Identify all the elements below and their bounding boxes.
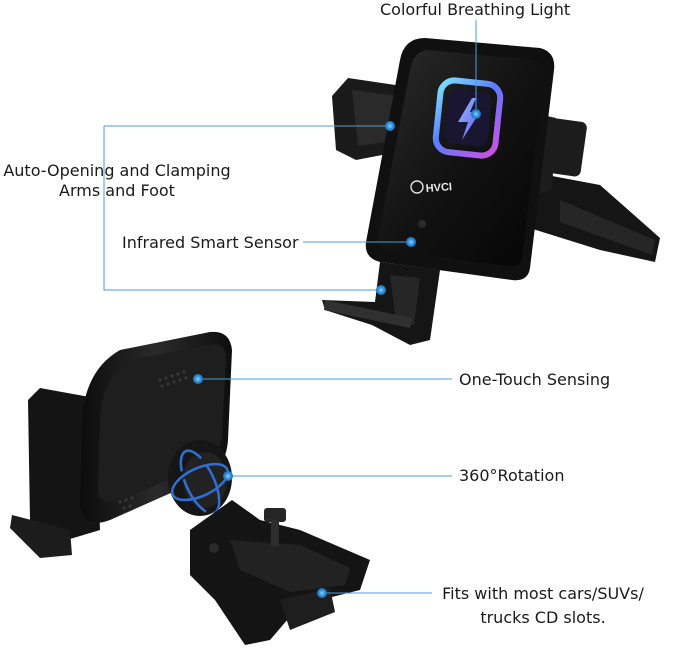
label-fits-line2: trucks CD slots. [480, 608, 606, 627]
brand-logo: HVCI [425, 181, 452, 195]
callout-dots [193, 109, 481, 598]
label-auto-opening: Auto-Opening and Clamping Arms and Foot [0, 161, 234, 201]
label-auto-opening-line1: Auto-Opening and Clamping [3, 161, 231, 180]
sensor-window [418, 220, 426, 228]
label-fits-line1: Fits with most cars/SUVs/ [442, 584, 644, 603]
label-auto-opening-line2: Arms and Foot [59, 181, 175, 200]
callout-dot-rotation [223, 471, 233, 481]
top-device: HVCI [322, 38, 660, 345]
label-infrared-sensor: Infrared Smart Sensor [122, 233, 299, 252]
lightning-bolt-icon [458, 98, 480, 140]
callout-line-auto-opening-vertical [103, 126, 381, 291]
callout-dot-infrared [406, 237, 416, 247]
callout-dot-breathing [471, 109, 481, 119]
callout-dot-fits [317, 588, 327, 598]
callout-lines [103, 20, 477, 594]
label-fits: Fits with most cars/SUVs/ trucks CD slot… [432, 584, 654, 628]
label-one-touch: One-Touch Sensing [459, 370, 611, 389]
label-rotation: 360°Rotation [459, 466, 565, 485]
label-breathing-light: Colorful Breathing Light [380, 0, 571, 19]
callout-dot-one-touch [193, 374, 203, 384]
bottom-device [10, 331, 370, 645]
callout-dot-clamp-arm [385, 121, 395, 131]
rotation-ring-icon [170, 462, 230, 502]
callout-dot-foot [376, 285, 386, 295]
breathing-light-ring [432, 77, 504, 159]
